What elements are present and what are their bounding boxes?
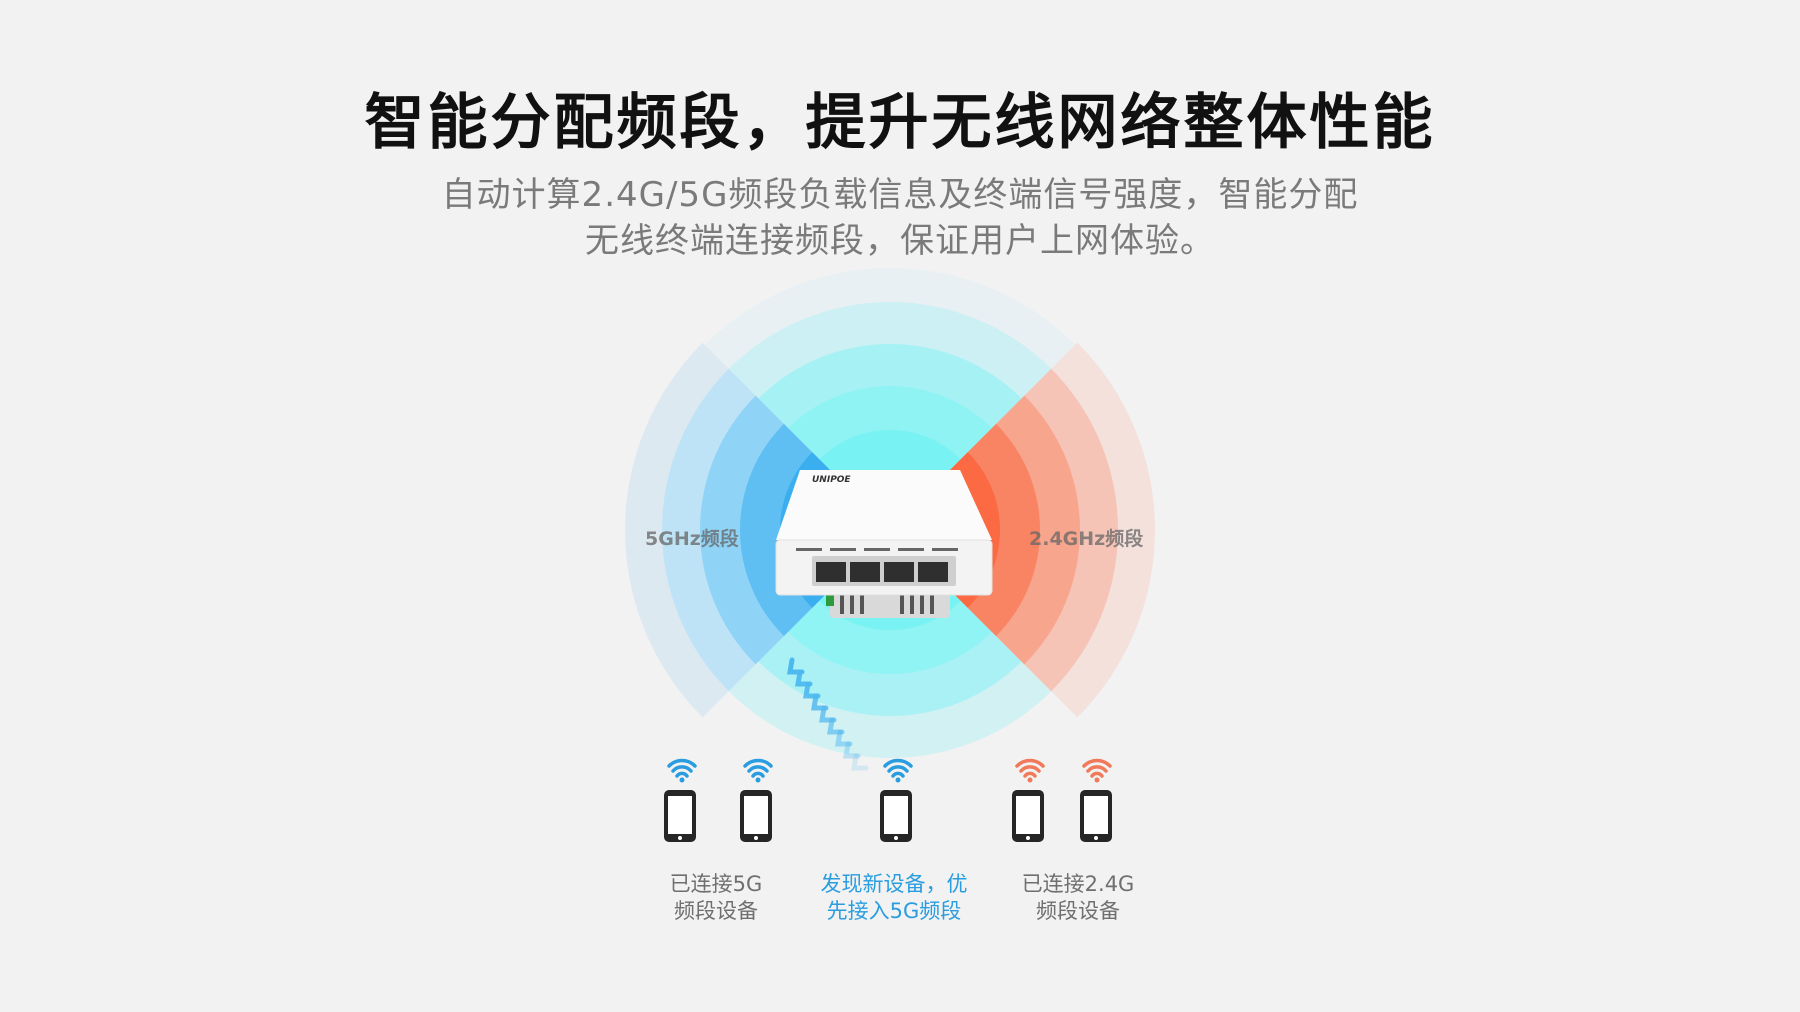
router-device: UNIPOE (775, 470, 993, 618)
page-title: 智能分配频段，提升无线网络整体性能 (364, 88, 1436, 158)
wifi-icon (1082, 758, 1112, 778)
caption-24g-devices: 已连接2.4G 频段设备 (1021, 872, 1135, 923)
phone-24g-2 (1080, 790, 1112, 842)
wifi-icon (1015, 758, 1045, 778)
phone-new-device (880, 790, 912, 842)
subtitle-line-1: 自动计算2.4G/5G频段负载信息及终端信号强度，智能分配 (441, 175, 1359, 215)
subtitle-line-2: 无线终端连接频段，保证用户上网体验。 (585, 221, 1215, 261)
phone-5g-2 (740, 790, 772, 842)
band-label-5ghz: 5GHz频段 (645, 528, 739, 550)
router-logo: UNIPOE (812, 475, 851, 485)
wifi-icon (743, 758, 773, 778)
phone-5g-1 (664, 790, 696, 842)
phone-24g-1 (1012, 790, 1044, 842)
page-subtitle: 自动计算2.4G/5G频段负载信息及终端信号强度，智能分配 无线终端连接频段，保… (0, 172, 1800, 264)
caption-new-device: 发现新设备，优 先接入5G频段 (820, 872, 968, 923)
band-label-24ghz: 2.4GHz频段 (1029, 528, 1144, 550)
wifi-icon (667, 758, 697, 778)
connect-arrow-chevrons (787, 657, 869, 771)
wifi-icon (883, 758, 913, 778)
caption-5g-devices: 已连接5G 频段设备 (669, 872, 763, 923)
